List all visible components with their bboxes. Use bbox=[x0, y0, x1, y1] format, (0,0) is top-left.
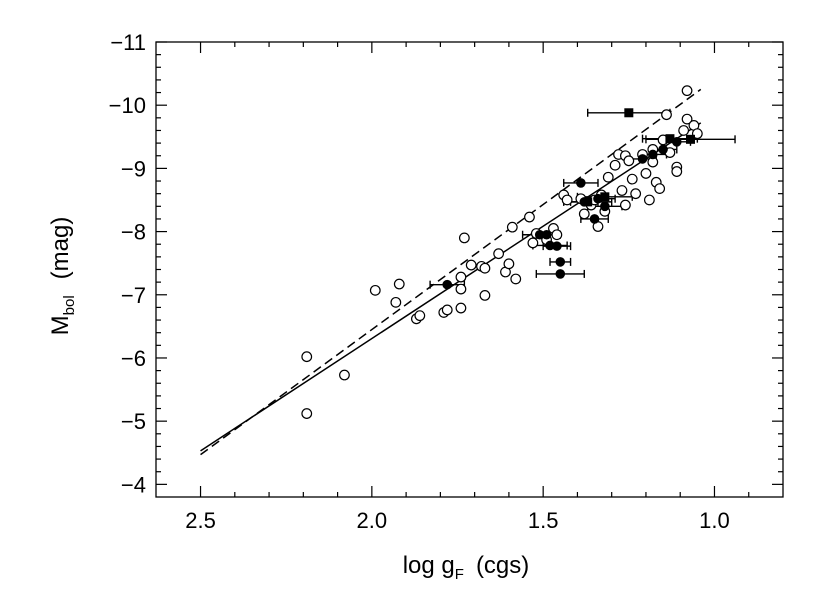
open-circle-marker bbox=[640, 168, 652, 179]
open-circle-marker bbox=[455, 283, 467, 295]
fit-line-dashed bbox=[200, 88, 702, 456]
y-tick-label: −7 bbox=[121, 283, 146, 308]
open-circle-marker bbox=[503, 258, 515, 270]
open-circle-marker bbox=[661, 109, 672, 121]
filled-circle-marker bbox=[589, 214, 600, 224]
filled-circle-marker bbox=[600, 201, 610, 212]
open-circle-marker bbox=[393, 278, 405, 290]
open-circle-marker bbox=[506, 221, 518, 233]
filled-square-marker bbox=[685, 134, 695, 144]
filled-circle-marker bbox=[648, 149, 658, 160]
filled-square-marker bbox=[583, 197, 593, 207]
open-circle-marker bbox=[678, 125, 690, 136]
open-circle-marker bbox=[455, 302, 467, 314]
open-circle-marker bbox=[301, 408, 313, 419]
y-tick-label: −9 bbox=[121, 156, 146, 181]
y-tick-label: −4 bbox=[121, 472, 146, 497]
open-circle-marker bbox=[619, 199, 631, 211]
filled-circle-marker bbox=[555, 257, 566, 267]
x-axis: 2.5 2.0 1.5 1.0 bbox=[185, 42, 750, 533]
x-tick-label: 2.5 bbox=[185, 508, 216, 533]
filled-circle-marker bbox=[552, 241, 562, 251]
filled-circle-marker bbox=[658, 144, 668, 155]
open-circle-marker bbox=[527, 237, 539, 249]
y-tick-label: −11 bbox=[110, 30, 146, 55]
x-tick-label: 1.5 bbox=[528, 508, 559, 533]
open-circle-marker bbox=[465, 259, 477, 271]
filled-square-marker bbox=[665, 134, 675, 144]
open-circle-marker bbox=[654, 183, 666, 195]
open-circle-marker bbox=[441, 304, 453, 316]
open-circle-marker bbox=[493, 248, 505, 260]
x-axis-label: log gF(cgs) bbox=[403, 552, 530, 583]
open-circle-marker bbox=[623, 155, 635, 167]
open-circle-marker bbox=[524, 211, 535, 223]
filled-circle-marker bbox=[637, 154, 648, 164]
open-circle-marker bbox=[616, 185, 628, 196]
open-circle-marker bbox=[339, 369, 350, 381]
open-circle-marker bbox=[609, 159, 621, 171]
open-circle-marker bbox=[369, 284, 381, 296]
open-circle-marker bbox=[602, 171, 614, 183]
open-circle-marker bbox=[479, 262, 491, 274]
y-tick-label: −6 bbox=[121, 346, 146, 371]
open-circle-marker bbox=[551, 229, 563, 241]
filled-square-marker bbox=[600, 192, 610, 202]
open-circle-marker bbox=[681, 85, 693, 97]
fit-lines bbox=[200, 88, 702, 456]
y-tick-label: −10 bbox=[109, 93, 146, 118]
open-circle-marker bbox=[630, 188, 642, 200]
y-axis: −11 −10 −9 −8 −7 −6 −5 −4 bbox=[109, 30, 783, 497]
open-circle-marker bbox=[301, 351, 313, 363]
open-circle-marker bbox=[458, 232, 470, 244]
filled-square-marker bbox=[624, 108, 634, 118]
open-circle-marker bbox=[578, 208, 590, 220]
open-circle-marker bbox=[455, 271, 467, 283]
open-circle-marker bbox=[681, 113, 693, 125]
filled-circle-marker bbox=[555, 269, 566, 279]
open-circle-marker bbox=[390, 296, 402, 308]
y-tick-label: −5 bbox=[121, 409, 146, 434]
y-tick-label: −8 bbox=[121, 220, 146, 245]
data-markers bbox=[301, 85, 703, 419]
filled-circle-marker bbox=[442, 279, 453, 290]
open-circle-marker bbox=[510, 273, 522, 285]
y-axis-label: Mbol(mag) bbox=[47, 217, 78, 336]
open-circle-marker bbox=[643, 194, 655, 206]
x-tick-label: 2.0 bbox=[357, 508, 388, 533]
open-circle-marker bbox=[479, 290, 491, 301]
x-tick-label: 1.0 bbox=[699, 508, 730, 533]
filled-circle-marker bbox=[541, 229, 552, 240]
open-circle-marker bbox=[626, 173, 638, 185]
open-circle-marker bbox=[671, 166, 683, 177]
open-circle-marker bbox=[561, 194, 573, 206]
open-circle-marker bbox=[414, 310, 426, 322]
filled-circle-marker bbox=[576, 178, 586, 188]
